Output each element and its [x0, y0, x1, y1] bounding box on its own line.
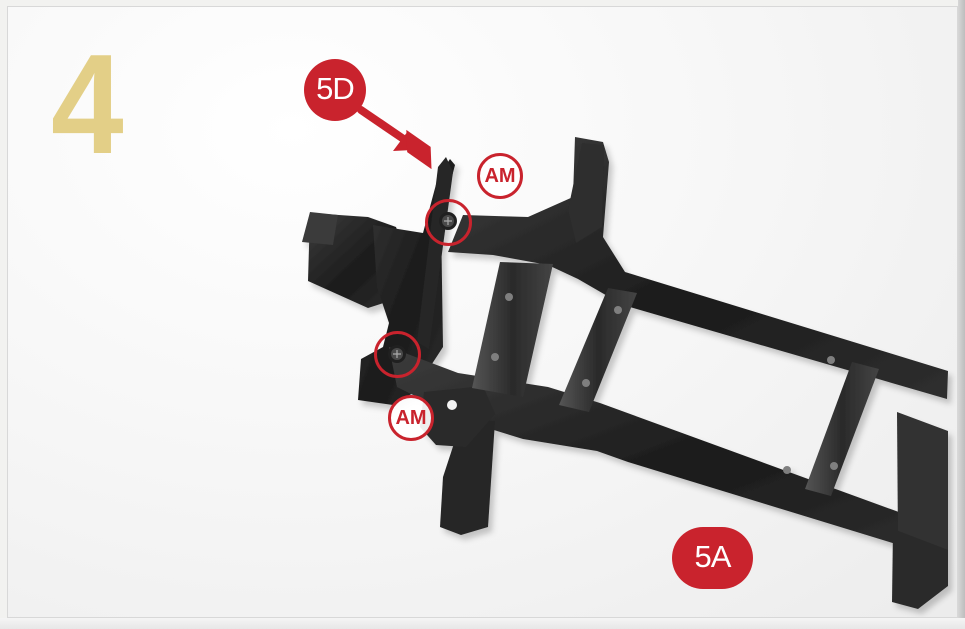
assembly-photo: 4 5D AM AM 5A — [7, 6, 958, 618]
second-crossbar — [559, 288, 637, 412]
lower-mount-arm — [440, 419, 495, 535]
screw-highlight-bottom — [374, 331, 421, 378]
rear-end-block — [897, 412, 948, 562]
part-5a-label: 5A — [694, 539, 732, 574]
screw-type-am-label-bottom: AM — [395, 406, 427, 429]
page-bottom-strip — [0, 618, 965, 629]
mounting-hole — [830, 462, 838, 470]
lower-front-mount — [420, 386, 495, 447]
mounting-hole — [783, 466, 791, 474]
mounting-hole — [447, 400, 457, 410]
part-5d-label: 5D — [316, 71, 355, 106]
part-5a-callout: 5A — [672, 527, 753, 589]
mounting-hole — [491, 353, 499, 361]
first-crossbar — [472, 262, 553, 397]
screw-highlight-top — [425, 199, 472, 246]
chassis-frame — [302, 137, 948, 609]
screw-type-am-badge-bottom: AM — [388, 395, 434, 441]
part-5d-callout: 5D — [304, 59, 366, 121]
screw-type-am-label-top: AM — [484, 164, 516, 187]
mounting-hole — [505, 293, 513, 301]
rear-crossbar — [805, 362, 879, 496]
mounting-hole — [582, 379, 590, 387]
mounting-hole — [827, 356, 835, 364]
lower-rail — [389, 347, 948, 560]
front-mount-face — [302, 212, 338, 245]
mounting-hole — [614, 306, 622, 314]
chassis-frame-illustration — [302, 137, 948, 609]
screw-type-am-badge-top: AM — [477, 153, 523, 199]
upper-mount-arm — [568, 143, 604, 243]
step-number: 4 — [51, 25, 124, 184]
rear-corner-mount — [892, 529, 948, 609]
page-edge-strip — [958, 0, 965, 629]
